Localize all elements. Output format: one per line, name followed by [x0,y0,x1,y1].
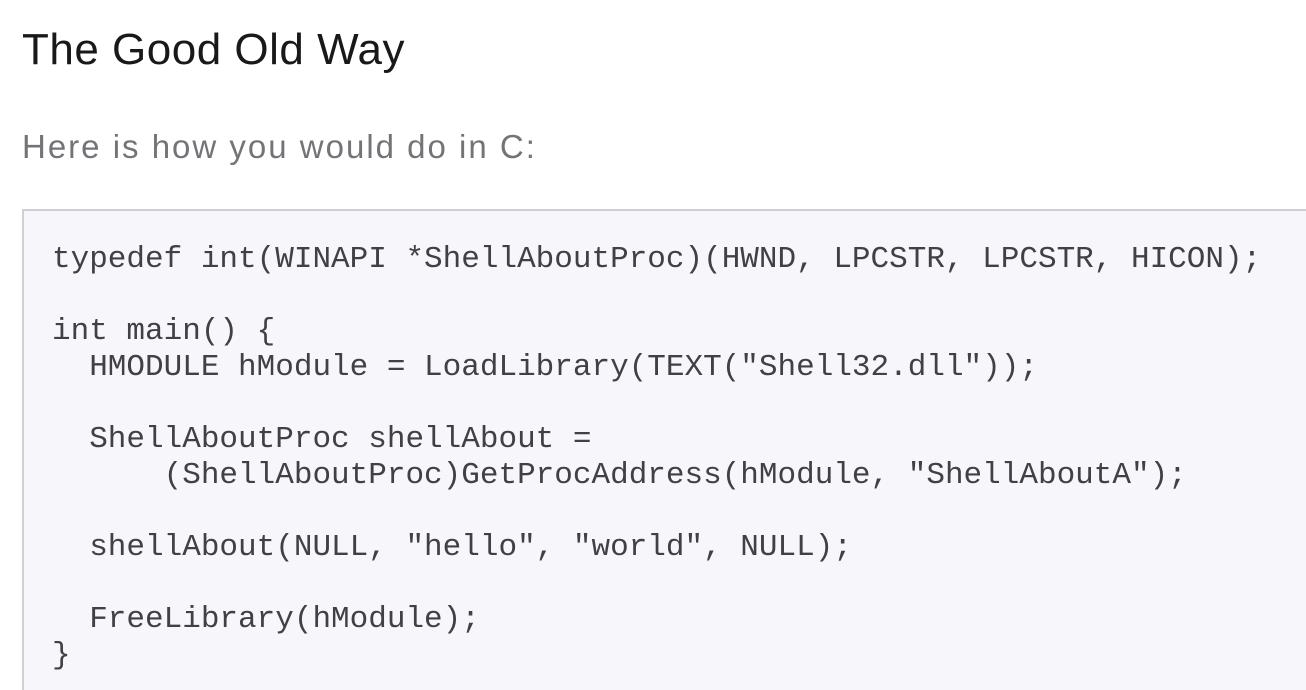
code-block: typedef int(WINAPI *ShellAboutProc)(HWND… [22,209,1306,690]
page-title: The Good Old Way [22,25,405,74]
intro-text: Here is how you would do in C: [22,128,537,165]
article-content: The Good Old Way Here is how you would d… [0,25,1306,690]
code-text: typedef int(WINAPI *ShellAboutProc)(HWND… [52,242,1262,673]
